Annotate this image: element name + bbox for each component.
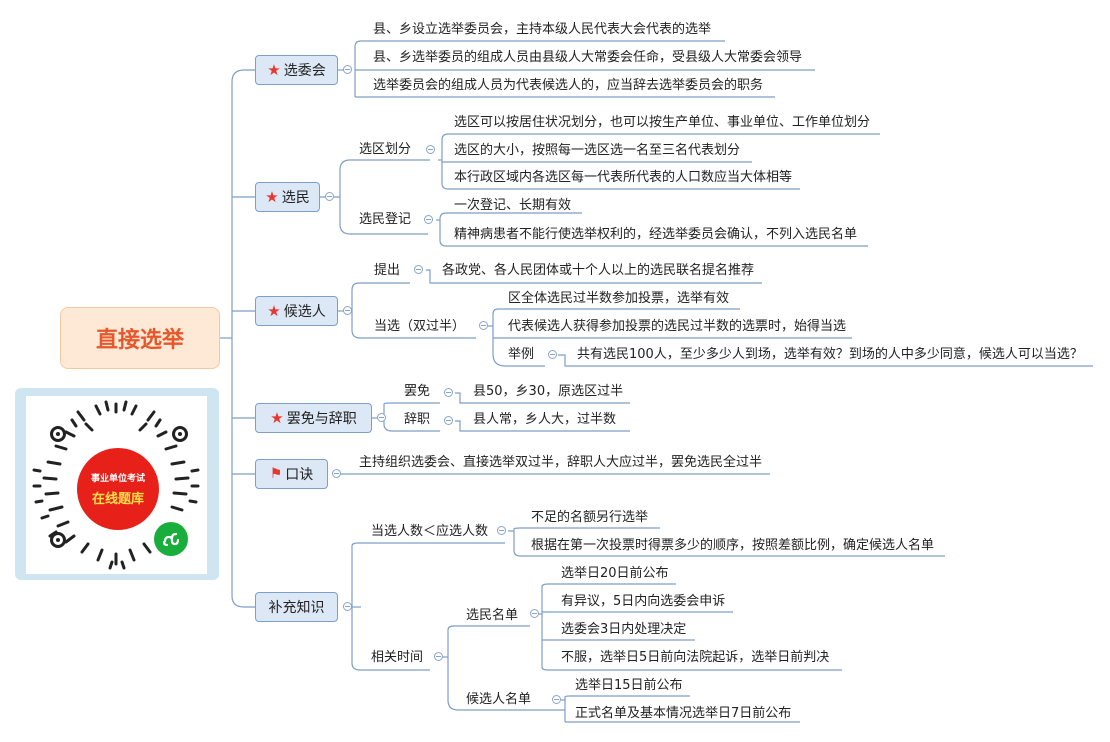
sub-topic[interactable]: 选区划分 [359, 142, 412, 157]
star-icon: ★ [270, 409, 284, 427]
star-icon: ★ [267, 302, 281, 320]
collapse-toggle[interactable] [424, 215, 433, 224]
qr-badge-line2: 在线题库 [91, 492, 144, 507]
sub-topic[interactable]: 辞职 [404, 412, 431, 427]
sub-topic[interactable]: 选民名单 [466, 608, 519, 623]
sub-topic[interactable]: 当选人数＜应选人数 [371, 524, 489, 539]
branch-node-koujue[interactable]: ⚑口诀 [255, 459, 328, 489]
branch-node-bamian[interactable]: ★罢免与辞职 [255, 403, 372, 433]
leaf-text[interactable]: 正式名单及基本情况选举日7日前公布 [575, 706, 792, 721]
collapse-toggle[interactable] [548, 350, 557, 359]
leaf-text[interactable]: 代表候选人获得参加投票的选民过半数的选票时，始得当选 [508, 319, 847, 334]
branch-label: 选民 [281, 190, 310, 206]
collapse-toggle[interactable] [530, 609, 539, 618]
collapse-toggle[interactable] [552, 695, 561, 704]
collapse-toggle[interactable] [343, 602, 352, 611]
root-topic[interactable]: 直接选举 [60, 307, 220, 369]
sub-topic[interactable]: 举例 [508, 347, 535, 362]
leaf-text[interactable]: 县、乡设立选举委员会，主持本级人民代表大会代表的选举 [373, 22, 712, 37]
leaf-text[interactable]: 不足的名额另行选举 [531, 510, 649, 525]
leaf-text[interactable]: 选举日20日前公布 [561, 566, 669, 581]
leaf-text[interactable]: 共有选民100人，至少多少人到场，选举有效？到场的人中多少同意，候选人可以当选？ [577, 347, 1083, 362]
collapse-toggle[interactable] [497, 526, 506, 535]
mini-program-glyph [162, 532, 180, 547]
leaf-text[interactable]: 精神病患者不能行使选举权利的，经选举委员会确认，不列入选民名单 [454, 227, 858, 242]
leaf-text[interactable]: 一次登记、长期有效 [454, 198, 572, 213]
qr-badge-line1: 事业单位考试 [90, 474, 145, 484]
branch-label: 候选人 [283, 304, 326, 320]
star-icon: ★ [267, 61, 281, 79]
leaf-text[interactable]: 本行政区域内各选区每一代表所代表的人口数应当大体相等 [454, 170, 793, 185]
branch-node-buchong[interactable]: 补充知识 [255, 592, 338, 622]
sub-topic[interactable]: 当选（双过半） [374, 319, 466, 334]
branch-label: 补充知识 [268, 600, 325, 616]
leaf-text[interactable]: 县人常，乡人大，过半数 [473, 412, 617, 427]
collapse-toggle[interactable] [332, 469, 341, 478]
sub-topic[interactable]: 提出 [374, 263, 401, 278]
mini-program-icon [154, 522, 188, 556]
collapse-toggle[interactable] [343, 65, 352, 74]
collapse-toggle[interactable] [479, 321, 488, 330]
qr-finder-icon [172, 426, 188, 442]
leaf-text[interactable]: 选委会3日内处理决定 [561, 622, 687, 637]
leaf-text[interactable]: 区全体选民过半数参加投票，选举有效 [508, 291, 730, 306]
flag-icon: ⚑ [269, 466, 283, 482]
leaf-text[interactable]: 县、乡选举委员的组成人员由县级人大常委会任命，受县级人大常委会领导 [373, 50, 803, 65]
collapse-toggle[interactable] [377, 413, 386, 422]
sub-topic[interactable]: 候选人名单 [466, 692, 532, 707]
leaf-text[interactable]: 根据在第一次投票时得票多少的顺序，按照差额比例，确定候选人名单 [531, 538, 935, 553]
collapse-toggle[interactable] [414, 265, 423, 274]
branch-label: 选委会 [283, 63, 326, 79]
qr-finder-icon [50, 426, 66, 442]
leaf-text[interactable]: 选区的大小，按照每一选区选一名至三名代表划分 [454, 143, 741, 158]
root-label: 直接选举 [95, 328, 184, 353]
leaf-text[interactable]: 选区可以按居住状况划分，也可以按生产单位、事业单位、工作单位划分 [454, 115, 871, 130]
branch-label: 口诀 [285, 467, 314, 483]
leaf-text[interactable]: 主持组织选委会、直接选举双过半，辞职人大应过半，罢免选民全过半 [359, 455, 763, 470]
branch-node-xuanmin[interactable]: ★选民 [255, 182, 320, 212]
sub-topic[interactable]: 相关时间 [371, 650, 424, 665]
collapse-toggle[interactable] [325, 192, 334, 201]
branch-label: 罢免与辞职 [286, 411, 357, 427]
leaf-text[interactable]: 不服，选举日5日前向法院起诉，选举日前判决 [561, 650, 830, 665]
star-icon: ★ [265, 188, 279, 206]
branch-node-houxuanren[interactable]: ★候选人 [255, 296, 338, 326]
branch-node-xuanweihui[interactable]: ★选委会 [255, 55, 338, 85]
qr-pattern [32, 400, 200, 570]
leaf-text[interactable]: 各政党、各人民团体或十个人以上的选民联名提名推荐 [442, 263, 755, 278]
collapse-toggle[interactable] [444, 416, 453, 425]
collapse-toggle[interactable] [426, 145, 435, 154]
collapse-toggle[interactable] [434, 652, 443, 661]
collapse-toggle[interactable] [343, 306, 352, 315]
leaf-text[interactable]: 选举日15日前公布 [575, 678, 683, 693]
leaf-text[interactable]: 县50，乡30，原选区过半 [473, 384, 624, 399]
leaf-text[interactable]: 选举委员会的组成人员为代表候选人的，应当辞去选举委员会的职务 [373, 78, 764, 93]
leaf-text[interactable]: 有异议，5日内向选委会申诉 [561, 594, 726, 609]
sub-topic[interactable]: 罢免 [404, 384, 431, 399]
qr-center-badge: 事业单位考试 在线题库 [77, 448, 159, 530]
qr-finder-icon [50, 532, 66, 548]
sub-topic[interactable]: 选民登记 [359, 212, 412, 227]
collapse-toggle[interactable] [444, 388, 453, 397]
